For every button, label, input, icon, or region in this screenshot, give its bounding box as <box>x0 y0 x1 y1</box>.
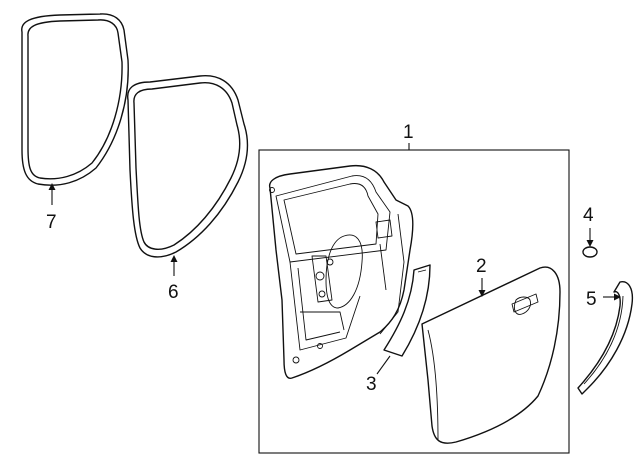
assembly-bracket-box <box>258 149 570 454</box>
callout-4-leader <box>586 228 594 247</box>
callout-7-leader <box>48 183 56 205</box>
callout-2: 2 <box>476 256 487 277</box>
callout-3-leader <box>376 355 391 375</box>
weatherstrip-6[interactable] <box>127 75 249 258</box>
plug-4[interactable] <box>582 246 598 258</box>
callout-5: 5 <box>586 289 597 310</box>
callout-4: 4 <box>583 205 594 226</box>
callout-2-leader <box>478 278 486 297</box>
callout-1: 1 <box>403 122 414 143</box>
outer-panel-2[interactable] <box>421 266 561 444</box>
seal-strip-3[interactable] <box>383 264 431 357</box>
callout-6: 6 <box>168 282 179 303</box>
door-shell-1[interactable] <box>268 164 414 379</box>
callout-5-leader <box>603 293 621 301</box>
belt-strip-5[interactable] <box>577 281 634 395</box>
callout-3: 3 <box>366 374 377 395</box>
callout-7: 7 <box>46 212 57 233</box>
callout-6-leader <box>170 255 178 276</box>
weatherstrip-7[interactable] <box>21 13 129 186</box>
